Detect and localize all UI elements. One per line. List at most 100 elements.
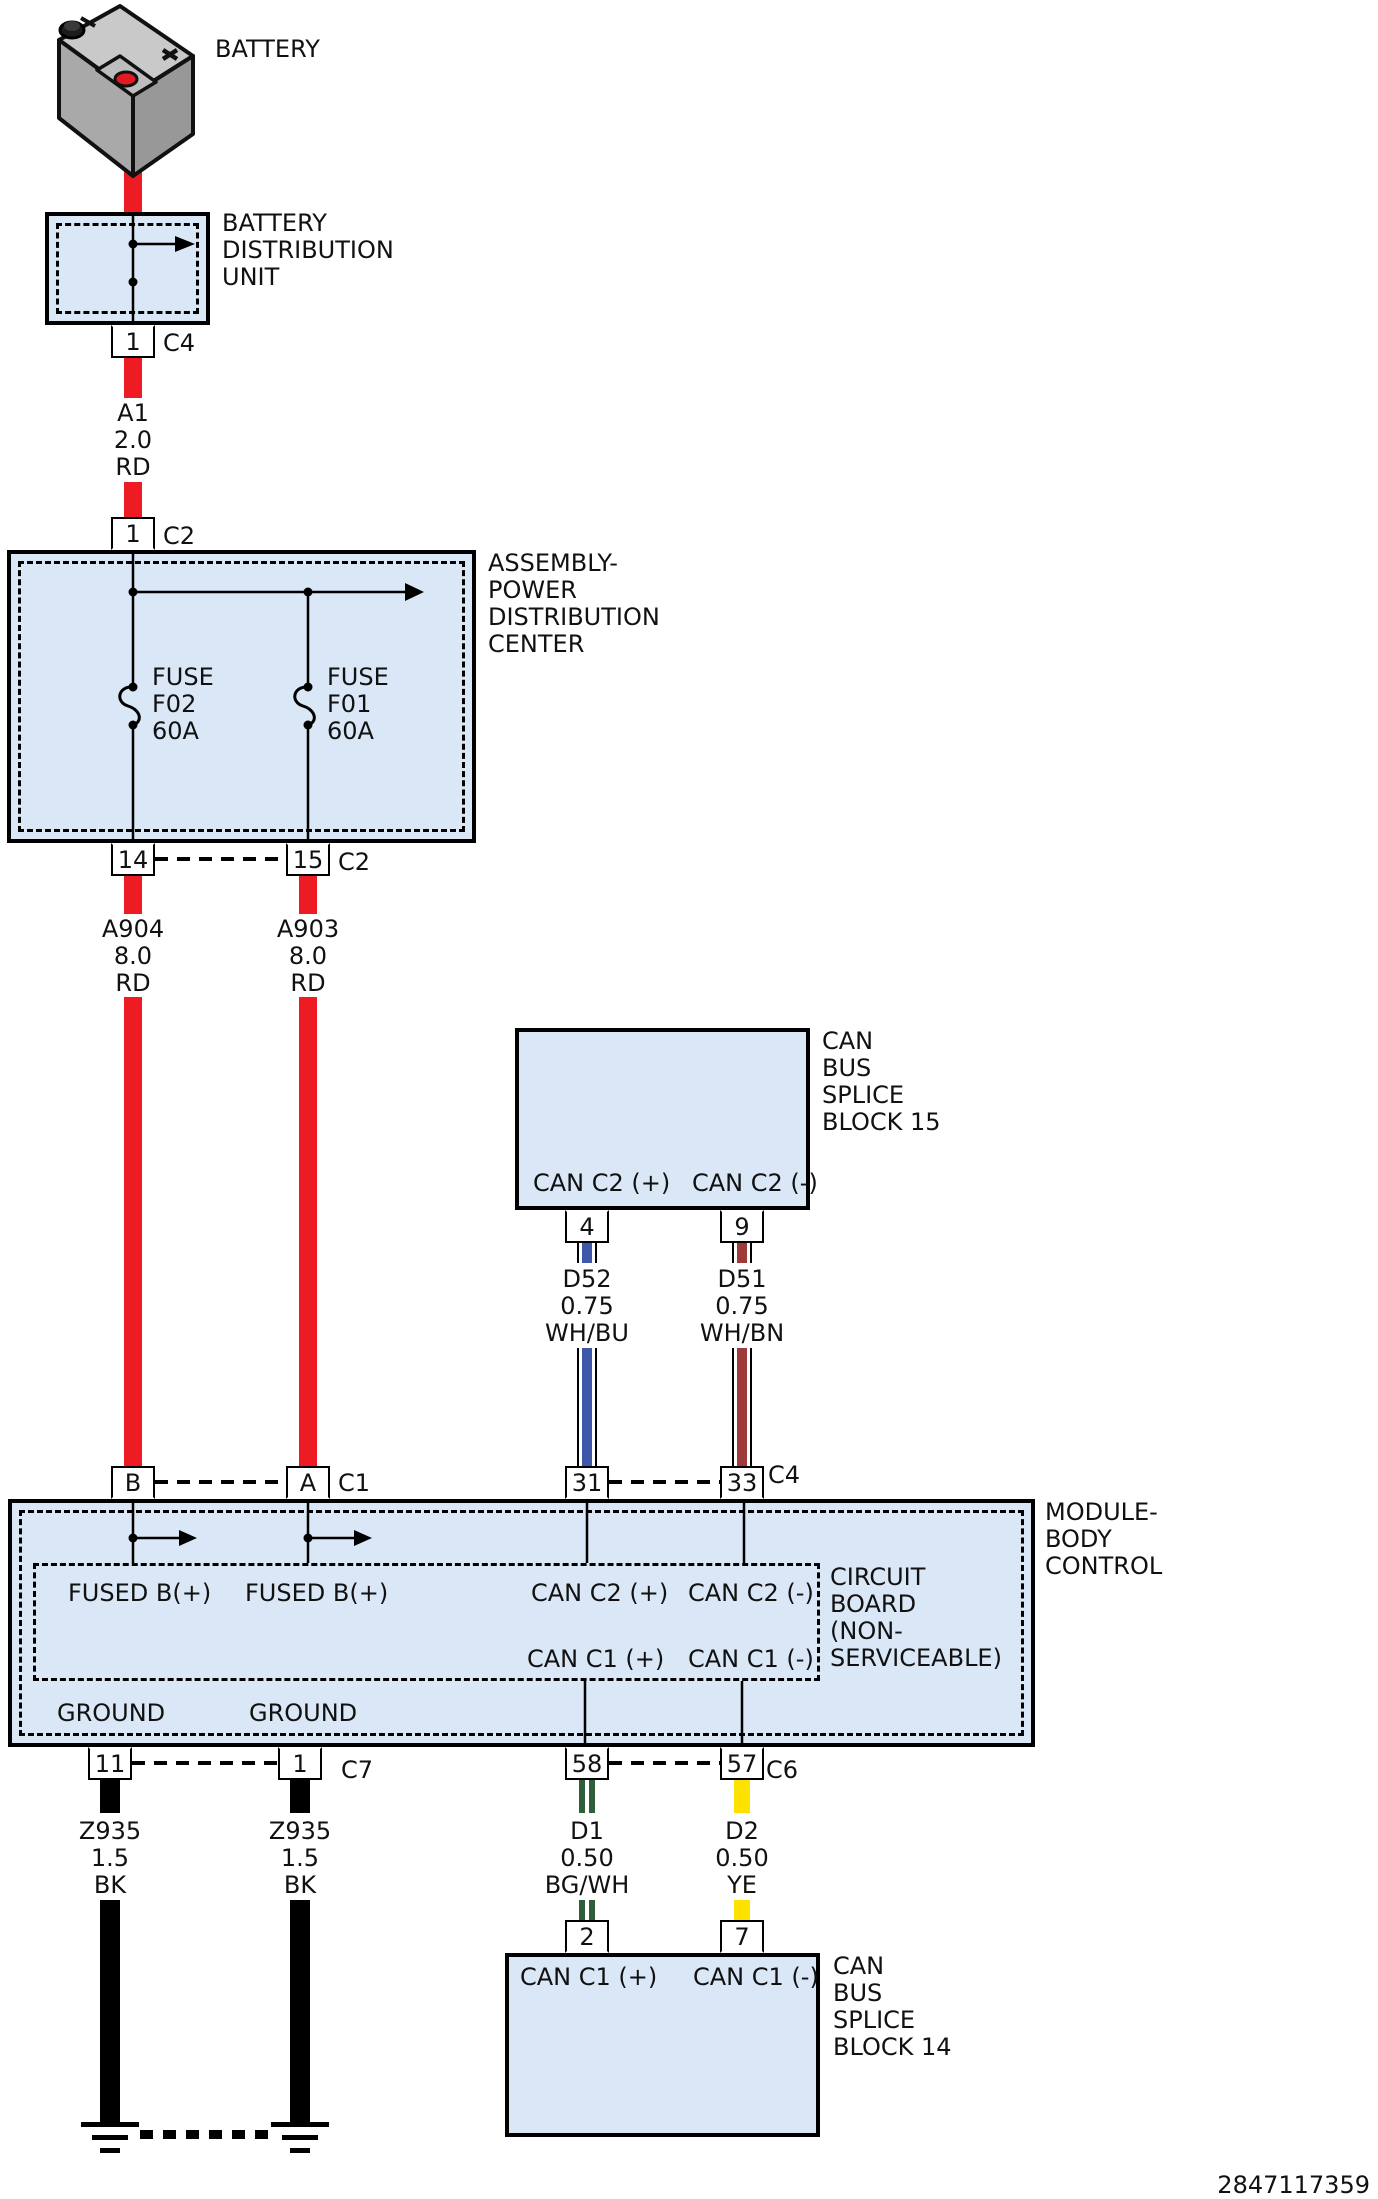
battery-distribution-unit-box [45,212,210,325]
battery-positive-terminal [113,70,139,88]
circuit-board-dashed-box [33,1563,820,1681]
ground-symbol-right-bar2 [282,2135,318,2140]
pin-15: 15 [286,843,330,876]
ground-symbol-left-bar3 [100,2148,120,2153]
battery-x-mark [161,48,179,61]
wire-a904-stub [124,876,142,914]
module-can-c1-neg-label: CAN C1 (-) [688,1645,814,1673]
module-ground2-label: GROUND [249,1699,358,1727]
circuit-board-label: CIRCUIT BOARD (NON- SERVICEABLE) [830,1563,1002,1672]
battery-icon [57,4,195,178]
wire-d2-stub [734,1780,750,1813]
connector-14-15-dashes [155,857,286,861]
ground-symbol-left-bar2 [92,2135,128,2140]
pin-9: 9 [720,1210,764,1243]
pin-11: 11 [88,1747,132,1780]
pin-4: 4 [565,1210,609,1243]
wire-d2-lower [734,1900,750,1920]
pin-14: 14 [111,843,155,876]
wire-a903-label: A903 8.0 RD [276,915,340,997]
pin-7: 7 [720,1920,764,1953]
pin-33: 33 [720,1466,764,1499]
splice14-port-pos-label: CAN C1 (+) [520,1963,658,1991]
wire-d1-label: D1 0.50 BG/WH [544,1817,630,1899]
module-ground1-label: GROUND [57,1699,166,1727]
splice-block-14-label: CAN BUS SPLICE BLOCK 14 [833,1952,952,2061]
wire-a904-label: A904 8.0 RD [101,915,165,997]
connector-b-a-dashes [155,1480,286,1484]
connector-11-1-dashes [132,1761,278,1765]
wire-a1-lower [124,482,142,517]
diagram-reference-number: 2847117359 [1217,2171,1370,2199]
fuse-f01-label: FUSE F01 60A [327,663,389,745]
fuse-f02-label: FUSE F02 60A [152,663,214,745]
wire-z935-right-label: Z935 1.5 BK [268,1817,332,1899]
ground-symbol-left-bar1 [81,2122,139,2127]
connector-58-57-dashes [609,1761,720,1765]
pin-57: 57 [720,1747,764,1780]
wire-d51-label: D51 0.75 WH/BN [699,1265,785,1347]
wire-d51-stub [732,1243,752,1263]
wire-d52-label: D52 0.75 WH/BU [545,1265,629,1347]
apdc-label: ASSEMBLY- POWER DISTRIBUTION CENTER [488,549,660,658]
pin-2: 2 [565,1920,609,1953]
fuse-f01-symbol [293,685,316,727]
pin-1-c4: 1 [111,325,155,358]
module-feed-arrow-right [354,1530,372,1546]
pin-b: B [111,1466,155,1499]
splice15-port-pos-label: CAN C2 (+) [533,1169,671,1197]
wire-d51-long [732,1348,752,1466]
splice-block-15-label: CAN BUS SPLICE BLOCK 15 [822,1027,941,1136]
wire-d52-stub [577,1243,597,1263]
wire-z935-left-stub [100,1780,120,1813]
ground-symbol-right-bar3 [290,2148,310,2153]
bdu-inner-dashed-border [56,223,199,314]
pin-1-c2: 1 [111,517,155,550]
wire-a1-label: A1 2.0 RD [113,399,153,481]
splice14-port-neg-label: CAN C1 (-) [693,1963,819,1991]
bdu-feed-arrow [175,236,195,252]
module-label: MODULE- BODY CONTROL [1045,1498,1163,1580]
wire-d52-long [577,1348,597,1466]
wire-d2-label: D2 0.50 YE [715,1817,769,1899]
wire-d1-stub [579,1780,595,1813]
wire-z935-left-label: Z935 1.5 BK [78,1817,142,1899]
module-internal-graphics [128,1499,746,1747]
module-can-c2-pos-label: CAN C2 (+) [531,1579,669,1607]
connector-31-33-dashes [609,1480,720,1484]
connector-c2-out-label: C2 [338,848,371,876]
connector-c4-label: C4 [163,329,196,357]
splice15-port-neg-label: CAN C2 (-) [692,1169,818,1197]
battery-label: BATTERY [215,35,320,63]
connector-c6-label: C6 [766,1756,799,1784]
connector-c1-label: C1 [338,1469,371,1497]
module-feed-arrow-left [179,1530,197,1546]
can-bus-splice-block-14-box [505,1953,820,2137]
wire-d1-lower [579,1900,595,1920]
module-inner-dashed-border [19,1510,1024,1736]
connector-c2-in-label: C2 [163,522,196,550]
wire-z935-left-long [100,1900,120,2122]
wire-z935-right-stub [290,1780,310,1813]
connector-c4-module-label: C4 [768,1461,801,1489]
module-can-c2-neg-label: CAN C2 (-) [688,1579,814,1607]
fuse-f02-symbol [118,685,141,727]
ground-symbol-right-bar1 [271,2122,329,2127]
module-can-c1-pos-label: CAN C1 (+) [527,1645,665,1673]
pin-a: A [286,1466,330,1499]
pin-1-c7: 1 [278,1747,322,1780]
wire-a1-upper [124,358,142,398]
bdu-internal-graphics [128,212,195,325]
module-fused-b2-label: FUSED B(+) [245,1579,389,1607]
ground-link-dashes [140,2130,270,2139]
power-distribution-center-box [7,550,476,843]
pin-58: 58 [565,1747,609,1780]
wire-a904-long [124,997,142,1466]
apdc-internal-graphics [118,550,424,843]
pin-31: 31 [565,1466,609,1499]
bdu-label: BATTERY DISTRIBUTION UNIT [222,209,394,291]
wire-a903-stub [299,876,317,914]
wire-a903-long [299,997,317,1466]
apdc-inner-dashed-border [18,561,465,832]
